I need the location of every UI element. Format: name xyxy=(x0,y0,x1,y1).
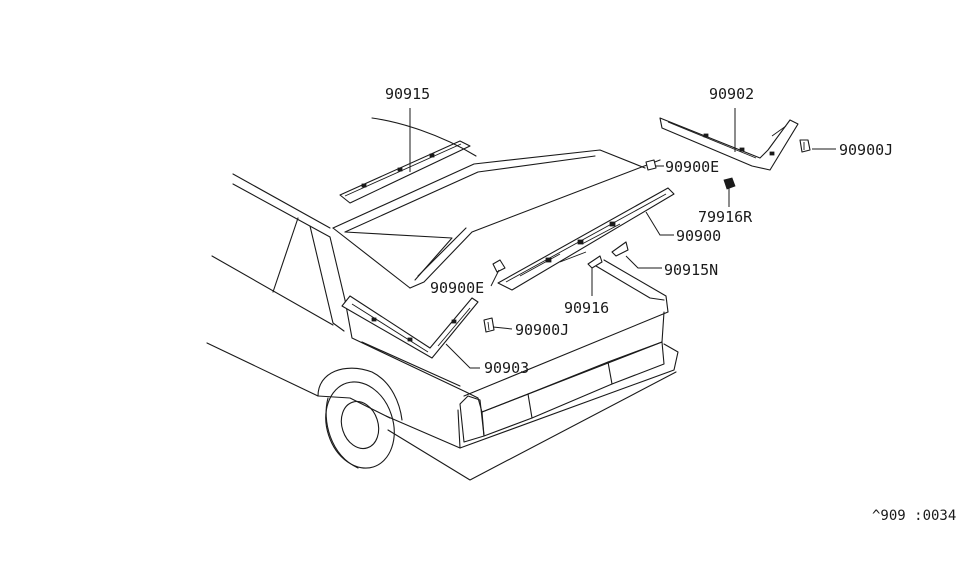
label-90900: 90900 xyxy=(676,227,721,245)
clip-90900J-top xyxy=(799,139,811,153)
label-90900E-left: 90900E xyxy=(430,279,484,297)
leader-lines xyxy=(409,108,836,369)
label-90915N: 90915N xyxy=(664,261,718,279)
label-90915: 90915 xyxy=(385,85,430,103)
clip-90900E-top xyxy=(645,159,657,171)
part-90900-strip xyxy=(497,187,675,291)
part-labels: 90915 90902 90900J 90900E 79916R 90900 9… xyxy=(385,85,956,524)
label-79916R: 79916R xyxy=(698,208,753,226)
label-90902: 90902 xyxy=(709,85,754,103)
label-90900J-mid: 90900J xyxy=(515,321,569,339)
car-body xyxy=(206,149,679,481)
label-90900E-top: 90900E xyxy=(665,158,719,176)
diagram-code: ^909 :0034 xyxy=(872,508,956,524)
part-90903-strip xyxy=(341,295,479,359)
label-90916: 90916 xyxy=(564,299,609,317)
clip-79916R xyxy=(723,177,736,190)
part-90902-strip xyxy=(659,117,799,171)
part-90915-strip xyxy=(339,117,477,204)
clip-90900E-left xyxy=(492,259,506,273)
label-90900J-top: 90900J xyxy=(839,141,893,159)
label-90903: 90903 xyxy=(484,359,529,377)
clip-90916 xyxy=(587,255,603,269)
clip-90915N xyxy=(611,241,629,257)
clip-90900J-mid xyxy=(483,317,495,333)
